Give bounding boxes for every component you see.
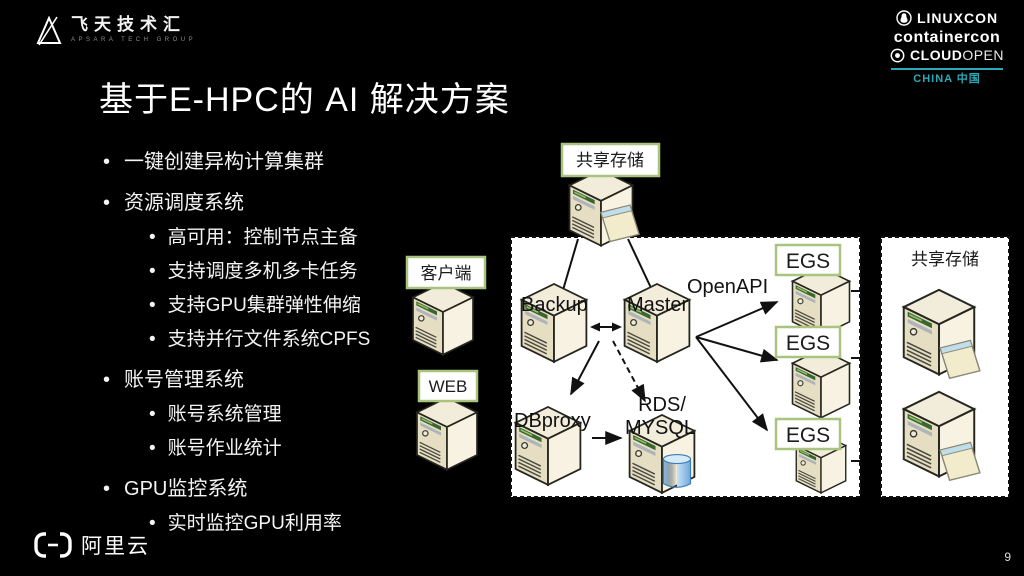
bullet-dot: • bbox=[149, 329, 156, 350]
cloudopen-label: CLOUDOPEN bbox=[910, 47, 1004, 64]
page-number: 9 bbox=[1004, 550, 1011, 564]
connector-master-egs2 bbox=[695, 336, 779, 363]
region-label: CHINA 中国 bbox=[913, 73, 981, 86]
list-item: • 支持GPU集群弹性伸缩 bbox=[149, 294, 433, 317]
linuxcon-penguin-icon bbox=[896, 10, 912, 27]
web-label-box bbox=[417, 369, 479, 403]
list-item: • 账号管理系统 bbox=[103, 368, 433, 392]
brand-name: 飞天技术汇 bbox=[71, 15, 186, 34]
cloudopen-light: OPEN bbox=[962, 46, 1004, 63]
egs-server-icon bbox=[791, 348, 851, 419]
architecture-diagram: Backup Master OpenAPI DBproxy RDS/ MYSQL… bbox=[405, 142, 1010, 498]
cloudopen-gear-icon bbox=[890, 48, 905, 63]
list-item-text: 支持调度多机多卡任务 bbox=[167, 261, 358, 282]
list-item-text: GPU监控系统 bbox=[124, 478, 248, 500]
linuxcon-label: LINUXCON bbox=[916, 10, 999, 26]
egs-label-box bbox=[774, 325, 842, 359]
bullet-dot: • bbox=[149, 261, 156, 282]
alibaba-cloud-logo: 阿里云 bbox=[34, 530, 150, 560]
rds-label-line2: MYSQL bbox=[625, 417, 695, 439]
list-item-text: 高可用：控制节点主备 bbox=[167, 227, 358, 248]
alibaba-cloud-label: 阿里云 bbox=[81, 535, 150, 558]
containercon-label: containercon bbox=[893, 28, 1001, 46]
egs-server-icon bbox=[791, 266, 851, 337]
connector-storage-backup bbox=[562, 238, 579, 291]
list-item-text: 支持GPU集群弹性伸缩 bbox=[167, 295, 361, 316]
brand-logo: 飞天技术汇 APSARA TECH GROUP bbox=[36, 16, 196, 46]
bullet-dot: • bbox=[149, 227, 156, 248]
shared-storage-right-label: 共享存储 bbox=[911, 250, 979, 269]
connector-master-dbproxy bbox=[570, 340, 600, 396]
bullet-dot: • bbox=[149, 438, 156, 459]
list-item: • 高可用：控制节点主备 bbox=[149, 226, 433, 249]
bullet-list: • 一键创建异构计算集群 • 资源调度系统 • 高可用：控制节点主备 • 支持调度多机多… bbox=[103, 150, 433, 535]
apsara-triangle-icon bbox=[36, 16, 62, 46]
accent-divider bbox=[891, 67, 1004, 70]
connector-storage-master bbox=[627, 238, 653, 291]
connector-master-rds-dashed bbox=[612, 340, 646, 403]
egs-label: EGS bbox=[786, 332, 830, 355]
list-item: • 账号作业统计 bbox=[149, 437, 433, 460]
egs-label-box bbox=[774, 417, 842, 451]
list-item: • 实时监控GPU利用率 bbox=[149, 512, 433, 535]
page-title: 基于E-HPC的 AI 解决方案 bbox=[99, 81, 510, 119]
openapi-label: OpenAPI bbox=[687, 276, 768, 298]
list-item: • 支持调度多机多卡任务 bbox=[149, 260, 433, 283]
alibaba-cloud-bracket-icon bbox=[34, 532, 72, 558]
region-en: CHINA bbox=[913, 72, 953, 85]
bullet-dot: • bbox=[103, 192, 111, 214]
connector-master-egs3 bbox=[695, 336, 769, 432]
egs-label: EGS bbox=[786, 250, 830, 273]
list-item: • 支持并行文件系统CPFS bbox=[149, 328, 433, 351]
region-cn: 中国 bbox=[956, 72, 981, 85]
web-label: WEB bbox=[429, 377, 468, 396]
dbproxy-label: DBproxy bbox=[514, 410, 591, 432]
bullet-dot: • bbox=[149, 404, 156, 425]
list-item-text: 账号作业统计 bbox=[167, 438, 282, 459]
conference-logos: LINUXCON containercon CLOUDOPEN CHINA 中国 bbox=[890, 10, 1004, 86]
shared-storage-top-label-box bbox=[560, 142, 661, 178]
rds-label-line1: RDS/ bbox=[638, 394, 686, 416]
master-label: Master bbox=[627, 294, 688, 316]
database-cylinder-icon bbox=[662, 453, 692, 488]
arrowhead bbox=[590, 322, 600, 332]
list-item: • 资源调度系统 bbox=[103, 191, 433, 215]
cloudopen-bold: CLOUD bbox=[910, 46, 963, 63]
list-item-text: 一键创建异构计算集群 bbox=[124, 151, 325, 173]
bullet-dot: • bbox=[103, 151, 111, 173]
egs-label-box bbox=[774, 243, 842, 277]
client-label: 客户端 bbox=[421, 264, 472, 283]
list-item-text: 支持并行文件系统CPFS bbox=[167, 329, 371, 350]
shared-storage-top-label: 共享存储 bbox=[576, 151, 644, 170]
list-item-text: 账号管理系统 bbox=[124, 369, 245, 391]
client-label-box bbox=[405, 255, 487, 290]
list-item-text: 账号系统管理 bbox=[167, 404, 282, 425]
egs-label: EGS bbox=[786, 424, 830, 447]
brand-subtext: APSARA TECH GROUP bbox=[71, 37, 197, 43]
connector-master-egs1 bbox=[695, 301, 779, 338]
list-item-text: 资源调度系统 bbox=[124, 192, 245, 214]
bullet-dot: • bbox=[103, 478, 111, 500]
web-server-icon bbox=[416, 396, 478, 471]
bullet-dot: • bbox=[149, 295, 156, 316]
list-item-text: 实时监控GPU利用率 bbox=[167, 513, 342, 534]
bullet-dot: • bbox=[103, 369, 111, 391]
backup-label: Backup bbox=[521, 294, 588, 316]
list-item: • 账号系统管理 bbox=[149, 403, 433, 426]
client-server-icon bbox=[412, 281, 474, 356]
list-item: • GPU监控系统 bbox=[103, 477, 433, 501]
list-item: • 一键创建异构计算集群 bbox=[103, 150, 433, 174]
arrowhead bbox=[612, 322, 622, 332]
bullet-dot: • bbox=[149, 513, 156, 534]
